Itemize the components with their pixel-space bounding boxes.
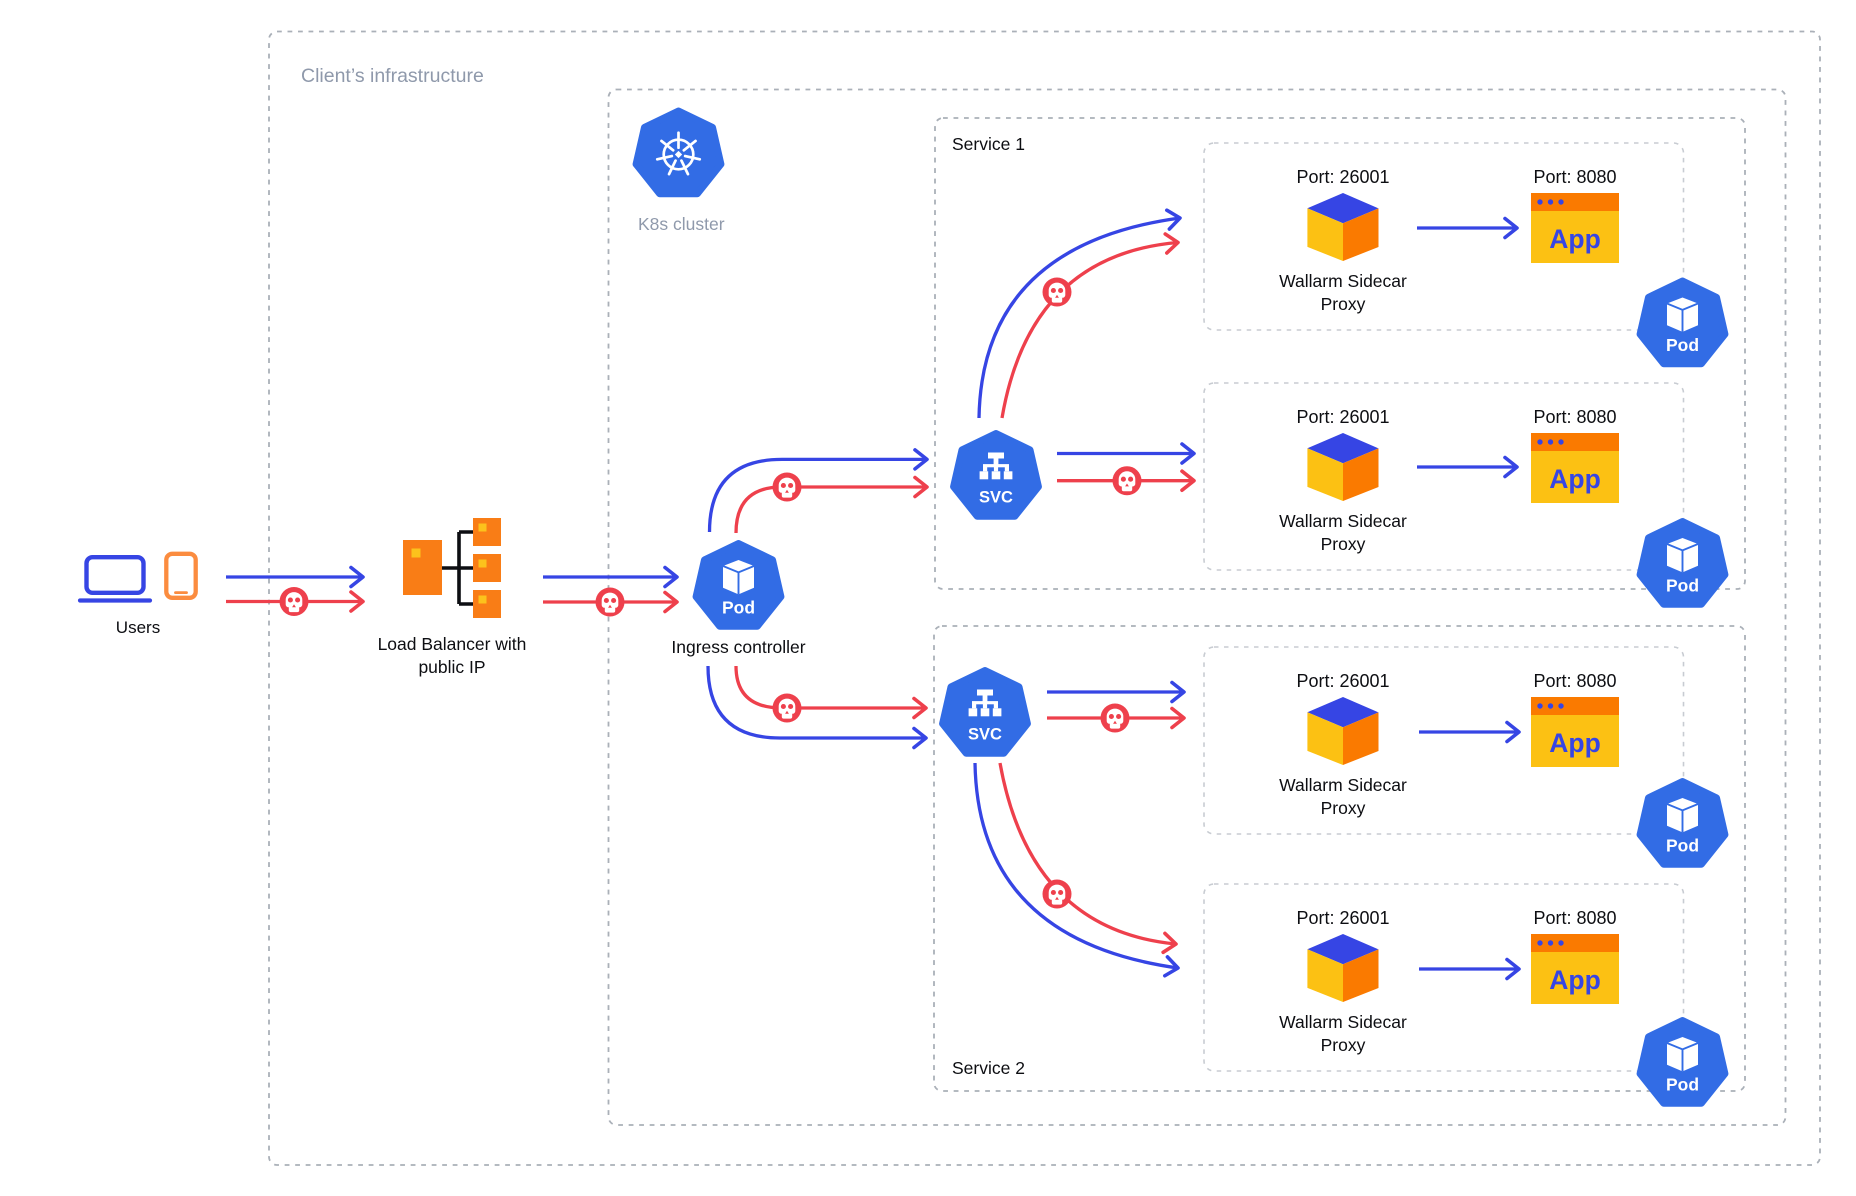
svg-text:Proxy: Proxy [1321, 534, 1366, 554]
svg-text:Service 1: Service 1 [952, 134, 1025, 154]
svg-text:Client’s infrastructure: Client’s infrastructure [301, 65, 484, 87]
svg-text:Port: 26001: Port: 26001 [1296, 671, 1389, 691]
svg-text:Wallarm Sidecar: Wallarm Sidecar [1279, 511, 1407, 531]
svg-text:Users: Users [116, 618, 160, 637]
svg-text:Proxy: Proxy [1321, 294, 1366, 314]
svg-text:Proxy: Proxy [1321, 1035, 1366, 1055]
svg-text:K8s cluster: K8s cluster [638, 214, 725, 234]
svg-text:Proxy: Proxy [1321, 798, 1366, 818]
svg-text:Wallarm Sidecar: Wallarm Sidecar [1279, 1012, 1407, 1032]
svg-text:Port: 26001: Port: 26001 [1296, 167, 1389, 187]
svg-text:Port: 8080: Port: 8080 [1533, 908, 1616, 928]
svg-text:Wallarm Sidecar: Wallarm Sidecar [1279, 271, 1407, 291]
svg-text:Service 2: Service 2 [952, 1058, 1025, 1078]
svg-text:Load Balancer with: Load Balancer with [378, 634, 527, 654]
svg-text:Port: 8080: Port: 8080 [1533, 407, 1616, 427]
svg-text:Port: 26001: Port: 26001 [1296, 407, 1389, 427]
svg-text:Port: 8080: Port: 8080 [1533, 167, 1616, 187]
svg-text:Port: 26001: Port: 26001 [1296, 908, 1389, 928]
svg-text:Ingress controller: Ingress controller [671, 637, 805, 657]
svg-text:Port: 8080: Port: 8080 [1533, 671, 1616, 691]
svg-text:public IP: public IP [418, 657, 485, 677]
svg-text:Wallarm Sidecar: Wallarm Sidecar [1279, 775, 1407, 795]
